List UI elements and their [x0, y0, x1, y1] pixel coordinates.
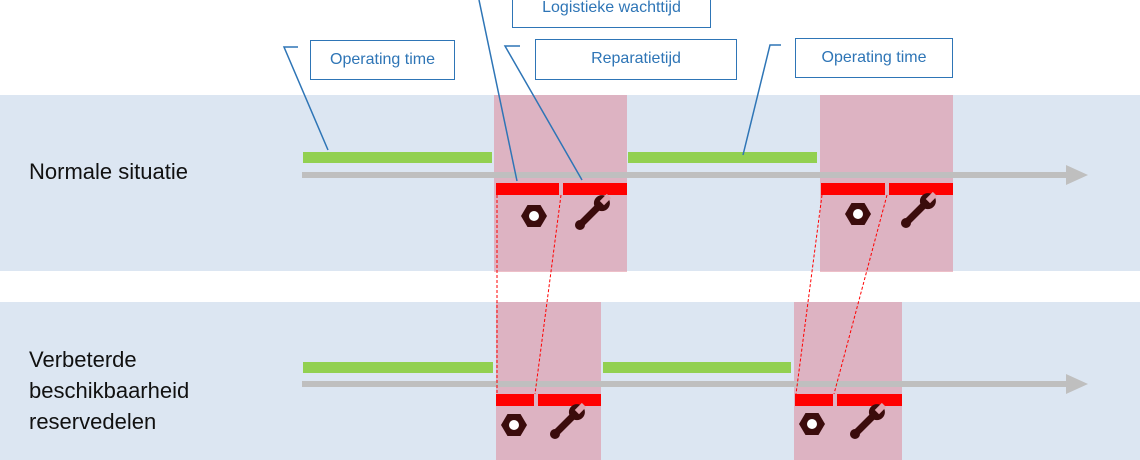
logistic-wait-bar	[496, 183, 559, 195]
callout-logistic-wait: Logistieke wachttijd	[512, 0, 711, 28]
row-label-normal: Normale situatie	[29, 156, 188, 187]
wrench-icon	[849, 402, 887, 440]
repair-bar	[889, 183, 953, 195]
callout-leaders	[282, 0, 781, 182]
row-label-line: reservedelen	[29, 409, 157, 434]
operating-bar	[303, 362, 493, 373]
wrench-icon	[549, 402, 587, 440]
operating-bar	[603, 362, 791, 373]
row-label-line: beschikbaarheid	[29, 378, 190, 403]
callout-operating-time-left: Operating time	[310, 40, 455, 80]
hex-nut-icon	[799, 413, 825, 435]
hex-nut-icon	[521, 205, 547, 227]
wrench-icon	[574, 193, 612, 231]
logistic-wait-bar	[795, 394, 833, 406]
row-label-line: Verbeterde	[29, 347, 137, 372]
timeline-arrow-improved	[302, 374, 1088, 394]
correspondence-lines	[496, 194, 888, 395]
repair-bar	[538, 394, 601, 406]
row-label-improved: Verbeterde beschikbaarheid reservedelen	[29, 344, 189, 437]
hex-nut-icon	[501, 414, 527, 436]
logistic-wait-bar	[821, 183, 885, 195]
logistic-wait-bar	[496, 394, 534, 406]
repair-bar	[837, 394, 902, 406]
wrench-icon	[900, 191, 938, 229]
repair-bar	[563, 183, 627, 195]
hex-nut-icon	[845, 203, 871, 225]
callout-repair-time: Reparatietijd	[535, 39, 737, 80]
timeline-arrow-normal	[302, 165, 1088, 185]
callout-operating-time-right: Operating time	[795, 38, 953, 78]
row-label-text: Normale situatie	[29, 159, 188, 184]
operating-bar	[628, 152, 817, 163]
operating-bar	[303, 152, 492, 163]
